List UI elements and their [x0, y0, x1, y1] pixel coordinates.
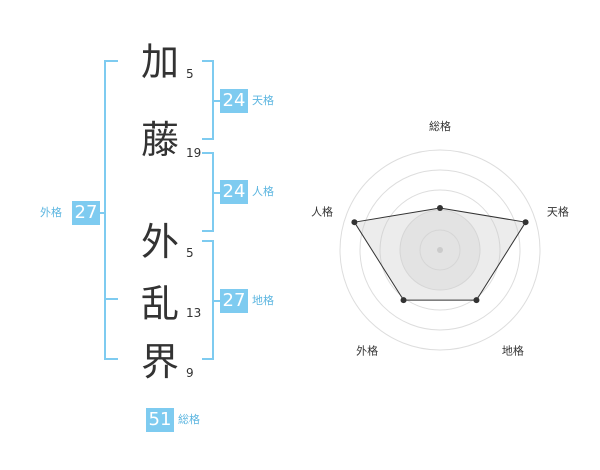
chikaku-bracket-bottom [202, 358, 214, 360]
radar-ring [379, 189, 501, 311]
radar-ring [339, 149, 541, 351]
radar-axis-label-2: 天格 [547, 205, 569, 219]
jinkaku-bracket-vertical [212, 152, 214, 232]
radar-point-3 [473, 297, 480, 304]
radar-grid [339, 149, 541, 351]
soukaku-value-badge: 51 [146, 408, 174, 432]
stroke-count-1: 5 [186, 67, 194, 81]
kanji-2: 藤 [140, 118, 179, 162]
stroke-count-2: 19 [186, 146, 202, 160]
kanji-4: 乱 [140, 282, 179, 326]
radar-point-2 [522, 219, 529, 226]
stroke-count-4: 13 [186, 306, 202, 320]
gaikaku-value-badge: 27 [72, 201, 100, 225]
tenkaku-bracket-vertical [212, 60, 214, 140]
gaikaku-label: 外格 [40, 206, 62, 219]
chikaku-value-badge: 27 [220, 289, 248, 313]
radar-polygon [353, 207, 527, 301]
tenkaku-bracket-tick [214, 100, 220, 102]
soukaku-label: 総格 [178, 413, 200, 426]
gaikaku-bracket-mid [104, 298, 118, 300]
gaikaku-bracket-bottom [104, 358, 118, 360]
radar-axis-label-5: 人格 [311, 205, 333, 219]
tenkaku-bracket-top [202, 60, 214, 62]
gaikaku-bracket-tick [96, 212, 104, 214]
radar-point-4 [400, 297, 407, 304]
chikaku-bracket-top [202, 240, 214, 242]
tenkaku-value-badge: 24 [220, 89, 248, 113]
radar-center [437, 247, 443, 253]
jinkaku-value-badge: 24 [220, 180, 248, 204]
name-breakdown: 加 5 藤 19 外 5 乱 13 界 9 24 天格 24 人格 27 地格 … [40, 40, 274, 432]
stroke-count-3: 5 [186, 246, 194, 260]
chikaku-bracket-vertical [212, 240, 214, 360]
radar-ring [359, 169, 521, 331]
kanji-3: 外 [140, 220, 179, 264]
radar-axis-label-1: 総格 [429, 119, 451, 133]
radar-points [351, 205, 529, 304]
jinkaku-label: 人格 [252, 185, 274, 198]
tenkaku-bracket-bottom [202, 138, 214, 140]
stroke-count-5: 9 [186, 366, 194, 380]
kanji-1: 加 [140, 40, 179, 84]
radar-point-5 [351, 219, 358, 226]
jinkaku-bracket-top [202, 152, 214, 154]
gaikaku-bracket-top [104, 60, 118, 62]
radar-point-1 [437, 205, 443, 211]
jinkaku-bracket-bottom [202, 230, 214, 232]
kanji-5: 界 [140, 340, 179, 384]
chikaku-label: 地格 [252, 294, 274, 307]
chikaku-bracket-tick [214, 300, 220, 302]
gaikaku-bracket-vertical [104, 60, 106, 360]
radar-axis-label-4: 外格 [356, 343, 378, 357]
jinkaku-bracket-tick [214, 192, 220, 194]
radar-axis-label-3: 地格 [502, 343, 524, 357]
tenkaku-label: 天格 [252, 94, 274, 107]
